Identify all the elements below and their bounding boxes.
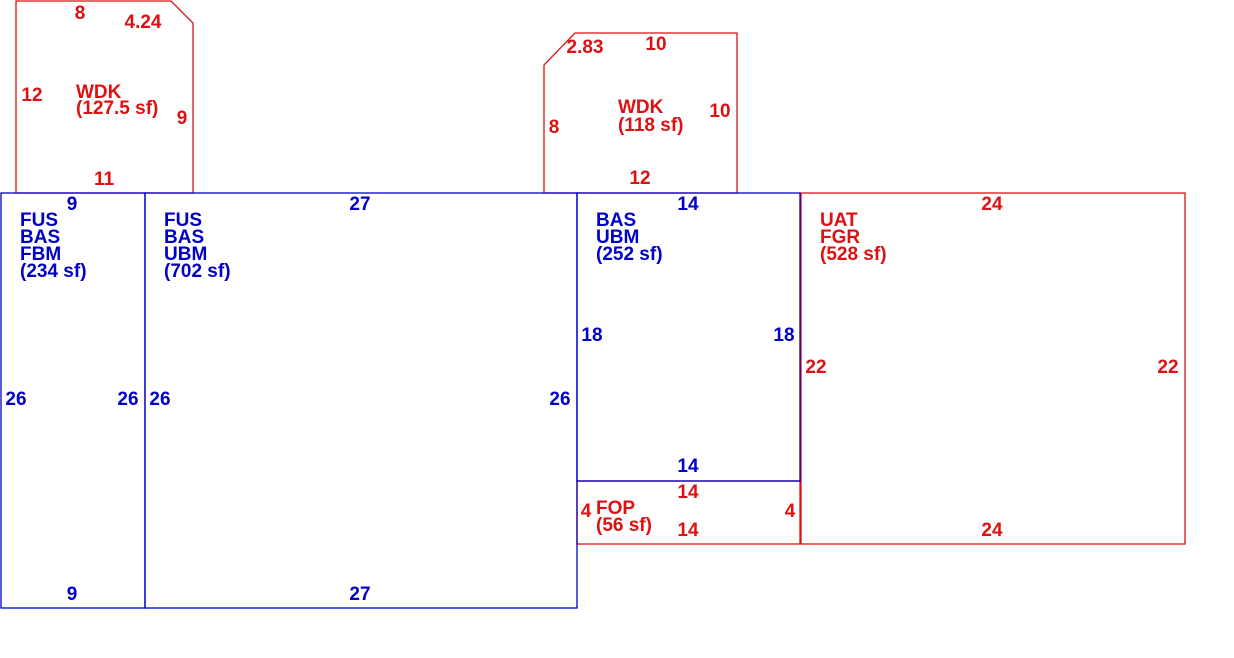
- bas-ubm-line-1: BAS: [596, 210, 636, 231]
- uat-fgr-right-dim: 22: [1157, 357, 1178, 378]
- wdk-right-right-dim: 10: [709, 101, 730, 122]
- wdk-right-area: (118 sf): [618, 115, 683, 136]
- fus-ubm-line-2: BAS: [164, 227, 204, 248]
- wdk-right-bottom-dim: 12: [629, 168, 650, 189]
- fus-ubm-outline: [144, 192, 578, 609]
- uat-fgr-area: (528 sf): [820, 244, 887, 265]
- wdk-left-area: (127.5 sf): [76, 98, 158, 119]
- fus-fbm-bottom-dim: 9: [67, 584, 78, 605]
- fus-fbm-line-1: FUS: [20, 210, 58, 231]
- fus-fbm-left-dim: 26: [5, 389, 26, 410]
- uat-fgr-line-2: FGR: [820, 227, 860, 248]
- bas-ubm-outline: [576, 192, 801, 482]
- wdk-right-chamfer-dim: 2.83: [567, 37, 604, 58]
- bas-ubm-top-dim: 14: [677, 194, 699, 215]
- wdk-left-bottom-dim: 11: [94, 169, 115, 190]
- bas-ubm-area: (252 sf): [596, 244, 663, 265]
- uat-fgr-top-dim: 24: [981, 194, 1003, 215]
- fus-fbm-area: (234 sf): [20, 261, 87, 282]
- fop-left-dim: 4: [581, 501, 592, 522]
- fus-ubm-bottom-dim: 27: [349, 584, 370, 605]
- uat-fgr-line-1: UAT: [820, 210, 858, 231]
- wdk-left-right-dim: 9: [177, 108, 188, 129]
- fus-ubm-line-3: UBM: [164, 244, 207, 265]
- fus-ubm-area: (702 sf): [164, 261, 231, 282]
- wdk-right-top-dim: 10: [645, 34, 666, 55]
- fop-area: (56 sf): [596, 515, 652, 536]
- fus-fbm-right-dim: 26: [117, 389, 138, 410]
- fop-code: FOP: [596, 498, 635, 519]
- wdk-left-chamfer-dim: 4.24: [125, 12, 162, 33]
- bas-ubm-line-2: UBM: [596, 227, 639, 248]
- fus-fbm-top-dim: 9: [67, 194, 78, 215]
- fus-fbm-line-3: FBM: [20, 244, 61, 265]
- wdk-right-left-dim: 8: [549, 117, 560, 138]
- fus-ubm-left-dim: 26: [149, 389, 170, 410]
- bas-ubm-bottom-dim: 14: [677, 456, 699, 477]
- uat-fgr-bottom-dim: 24: [981, 520, 1003, 541]
- fus-fbm-line-2: BAS: [20, 227, 60, 248]
- fus-ubm-right-dim: 26: [549, 389, 570, 410]
- bas-ubm-right-dim: 18: [773, 325, 794, 346]
- fop-bottom-dim: 14: [677, 520, 699, 541]
- bas-ubm-left-dim: 18: [581, 325, 602, 346]
- wdk-left-left-dim: 12: [21, 85, 42, 106]
- wdk-left-top-dim: 8: [75, 3, 86, 24]
- fus-ubm-top-dim: 27: [349, 194, 370, 215]
- uat-fgr-outline: [800, 192, 1186, 545]
- fus-ubm-line-1: FUS: [164, 210, 202, 231]
- fop-top-dim: 14: [677, 482, 699, 503]
- wdk-right-code: WDK: [618, 97, 664, 118]
- uat-fgr-left-dim: 22: [805, 357, 826, 378]
- wdk-left-code: WDK: [76, 82, 122, 103]
- fop-right-dim: 4: [785, 501, 796, 522]
